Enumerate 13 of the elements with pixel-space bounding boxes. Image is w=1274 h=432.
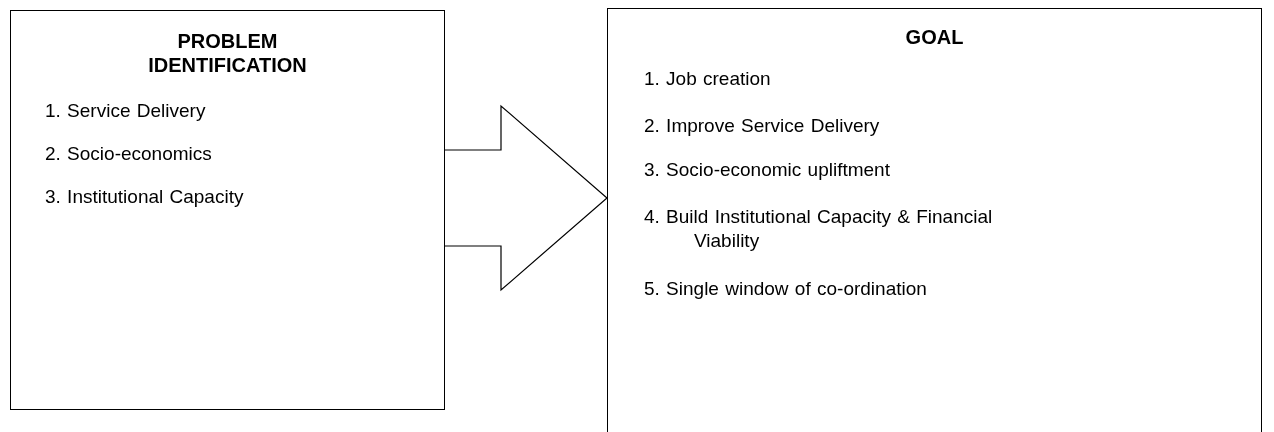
list-item: 3. Socio-economic upliftment — [644, 158, 891, 182]
block-arrow — [444, 104, 608, 292]
text-box — [10, 10, 445, 410]
list-item: 5. Single window of co-ordination — [644, 277, 928, 301]
list-item: 4. Build Institutional Capacity & Financial Viability — [644, 205, 994, 253]
list-item: 1. Service Delivery — [45, 99, 207, 123]
list-item: 2. Improve Service Delivery — [644, 114, 881, 138]
list-item: 3. Institutional Capacity — [45, 185, 245, 209]
list-item: 2. Socio-economics — [45, 142, 213, 166]
list-item: 1. Job creation — [644, 67, 772, 91]
box-heading: PROBLEM IDENTIFICATION — [147, 29, 308, 77]
box-heading: GOAL — [904, 25, 965, 49]
text-box — [607, 8, 1262, 432]
